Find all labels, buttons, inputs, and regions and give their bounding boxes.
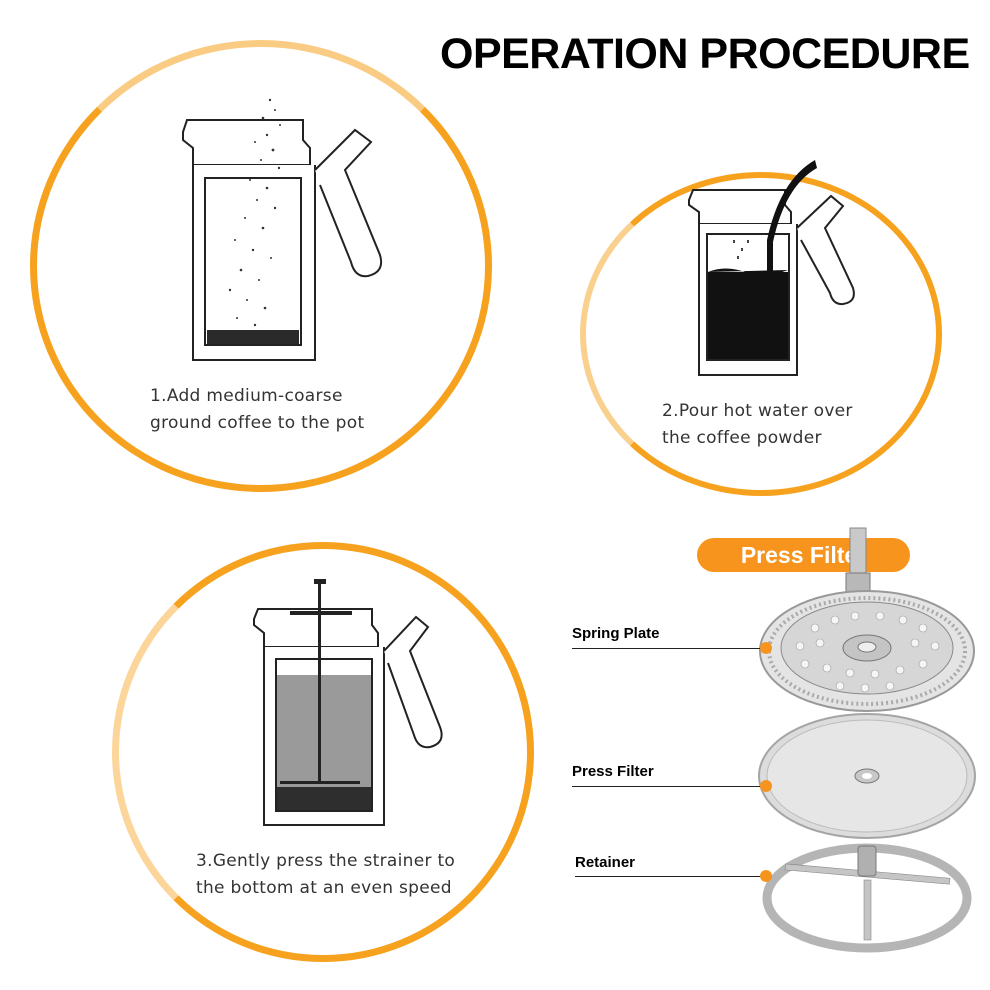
marker-dot-retainer bbox=[760, 870, 772, 882]
step-1-ring bbox=[30, 40, 492, 492]
step-3-line-2: the bottom at an even speed bbox=[196, 878, 452, 898]
label-press-filter: Press Filter bbox=[572, 763, 654, 780]
step-3-pot-illustration bbox=[253, 579, 443, 826]
step-1-line-2: ground coffee to the pot bbox=[150, 413, 365, 433]
step-2-ring bbox=[580, 172, 942, 496]
marker-dot-spring-plate bbox=[760, 642, 772, 654]
step-1-pot-illustration bbox=[182, 98, 383, 361]
press-filter-heading: Press Filter bbox=[697, 538, 910, 572]
label-retainer: Retainer bbox=[575, 854, 636, 871]
step-3-line-1: 3.Gently press the strainer to bbox=[196, 851, 456, 871]
step-2-caption: 2.Pour hot water over the coffee powder bbox=[662, 398, 853, 452]
page-title: OPERATION PROCEDURE bbox=[440, 30, 970, 78]
step-3-caption: 3.Gently press the strainer to the botto… bbox=[196, 848, 455, 902]
filter-assembly-illustration bbox=[758, 527, 976, 953]
step-3-ring bbox=[112, 542, 534, 962]
leader-line-retainer bbox=[575, 876, 765, 877]
step-1-caption: 1.Add medium-coarse ground coffee to the… bbox=[150, 383, 364, 437]
step-2-pot-illustration bbox=[688, 160, 855, 376]
step-2-line-1: 2.Pour hot water over bbox=[662, 401, 853, 421]
step-1-line-1: 1.Add medium-coarse bbox=[150, 386, 343, 406]
marker-dot-press-filter bbox=[760, 780, 772, 792]
step-2-line-2: the coffee powder bbox=[662, 428, 822, 448]
label-spring-plate: Spring Plate bbox=[572, 625, 660, 642]
leader-line-spring-plate bbox=[572, 648, 764, 649]
leader-line-press-filter bbox=[572, 786, 764, 787]
